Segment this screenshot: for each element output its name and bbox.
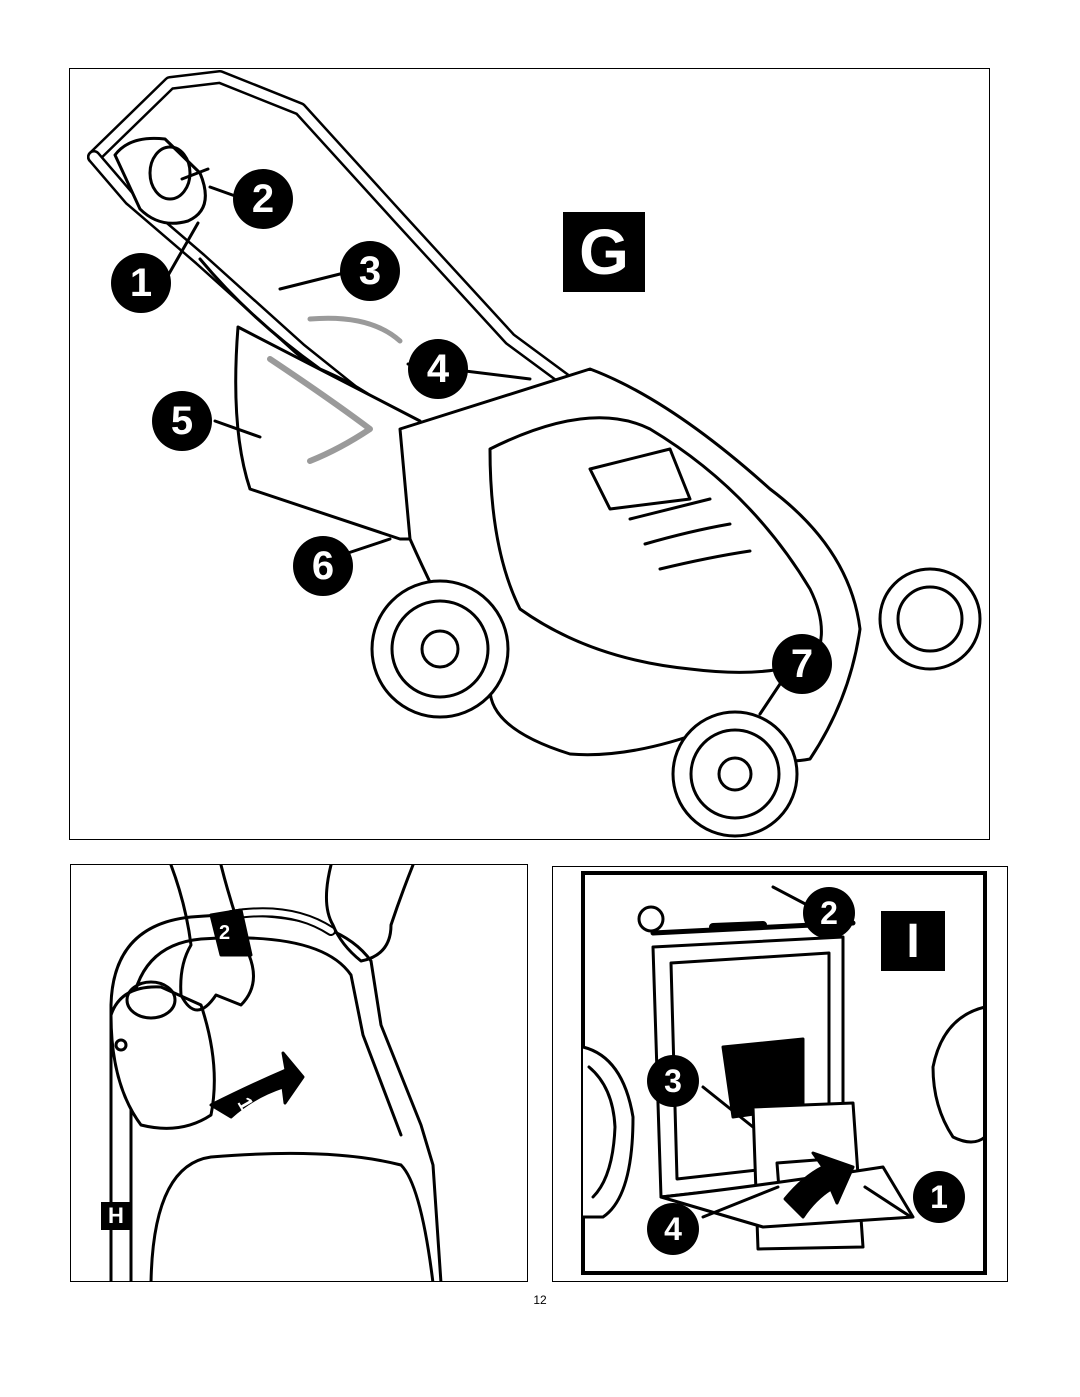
callout-7: 7 (772, 634, 832, 694)
figure-label-h: H (101, 1202, 131, 1230)
callout-6: 6 (293, 536, 353, 596)
figure-h-panel: 2 1 H (70, 864, 528, 1282)
handle-switch-illustration (109, 865, 443, 1281)
callout-2: 2 (803, 887, 855, 939)
callout-3: 3 (647, 1055, 699, 1107)
page-number: 12 (533, 1293, 547, 1307)
callout-5: 5 (152, 391, 212, 451)
rear-flap-illustration (581, 871, 987, 1275)
figure-g-panel: 1 2 3 4 5 6 7 G (69, 68, 990, 840)
callout-4: 4 (408, 339, 468, 399)
figure-label-i: I (881, 911, 945, 971)
figure-i-panel: 2 3 1 4 I (552, 866, 1008, 1282)
lawnmower-illustration (87, 70, 982, 838)
callout-2: 2 (233, 169, 293, 229)
callout-1: 1 (913, 1171, 965, 1223)
callout-1: 1 (111, 253, 171, 313)
callout-3: 3 (340, 241, 400, 301)
step-2-label: 2 (219, 922, 231, 944)
callout-4: 4 (647, 1203, 699, 1255)
figure-label-g: G (563, 212, 645, 292)
